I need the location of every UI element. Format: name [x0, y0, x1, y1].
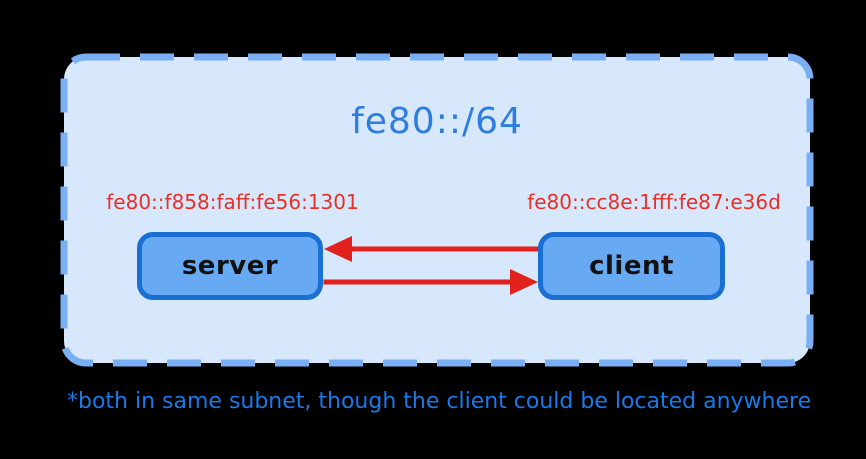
arrow-head-left-icon: [324, 236, 352, 262]
server-node: server: [137, 232, 323, 300]
client-address: fe80::cc8e:1fff:fe87:e36d: [527, 190, 781, 214]
subnet-title: fe80::/64: [351, 101, 523, 142]
arrow-head-right-icon: [510, 269, 538, 295]
client-node-label: client: [589, 251, 674, 281]
server-address: fe80::f858:faff:fe56:1301: [106, 190, 359, 214]
arrow-server-to-client: [323, 269, 538, 295]
arrow-client-to-server: [324, 236, 540, 262]
server-node-label: server: [181, 251, 279, 281]
client-node: client: [538, 232, 725, 300]
footnote: *both in same subnet, though the client …: [67, 389, 812, 414]
